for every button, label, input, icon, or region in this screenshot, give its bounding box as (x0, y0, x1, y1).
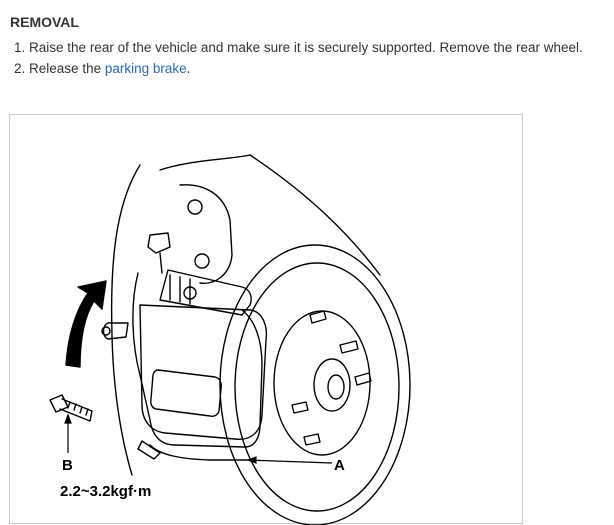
bolt-b (49, 394, 93, 422)
section-heading: REMOVAL (10, 14, 79, 30)
step-2-number: 2. (14, 61, 26, 76)
guide-pin (102, 322, 129, 340)
hub-cap (313, 358, 351, 412)
step-1: 1. Raise the rear of the vehicle and mak… (14, 37, 583, 58)
carrier-bolt-2 (194, 253, 210, 269)
caliper-bracket (132, 272, 263, 448)
step-2-text-before: Release the (29, 61, 105, 76)
caliper-body (139, 304, 268, 440)
brake-disc-inner (273, 310, 371, 456)
bleeder-screw (147, 232, 171, 254)
brake-caliper-diagram (49, 154, 411, 525)
removal-steps: 1. Raise the rear of the vehicle and mak… (14, 37, 583, 79)
figure-frame: B A 2.2~3.2kgf·m (9, 114, 523, 525)
step-1-number: 1. (14, 40, 26, 55)
label-a: A (334, 457, 345, 474)
step-2-text-after: . (186, 61, 191, 76)
parking-brake-link[interactable]: parking brake (104, 61, 187, 76)
wheel-studs (291, 310, 372, 446)
body-contour-top (159, 154, 251, 171)
backing-plate (179, 184, 233, 284)
carrier-bolt-1 (187, 199, 203, 215)
leader-a (247, 459, 333, 464)
hub-center (327, 374, 345, 400)
body-contour-left (110, 164, 141, 476)
body-contour-right (249, 154, 381, 276)
brake-disc-outer (219, 244, 411, 525)
rotation-arrow (65, 280, 107, 368)
pad-housing (159, 269, 252, 316)
label-b: B (62, 457, 73, 474)
brake-disc-rim (234, 262, 400, 512)
step-1-text: Raise the rear of the vehicle and make s… (29, 40, 583, 55)
caliper-window (150, 369, 222, 417)
torque-spec: 2.2~3.2kgf·m (60, 483, 152, 500)
step-2: 2. Release the parking brake. (14, 58, 583, 79)
